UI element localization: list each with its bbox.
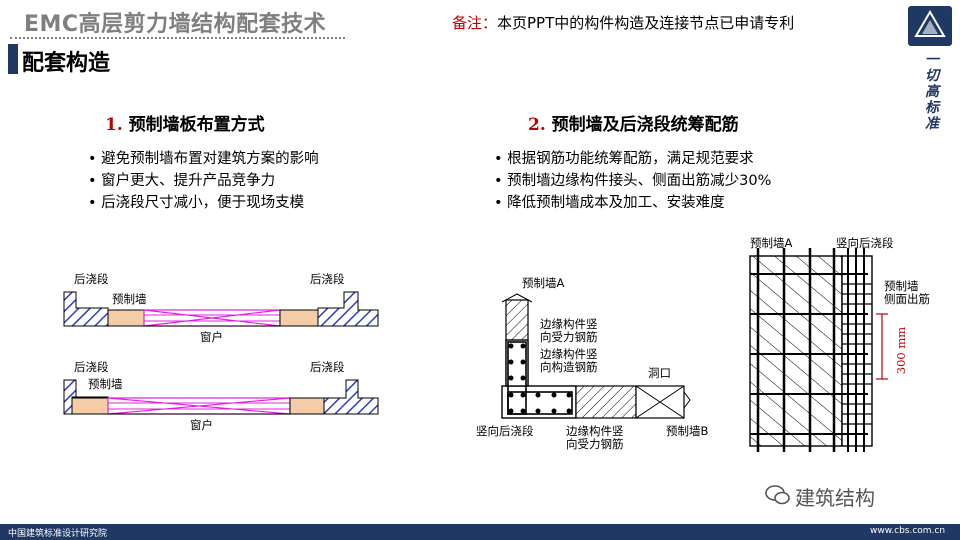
title-underline	[10, 37, 345, 39]
footer-url: www.cbs.com.cn	[870, 526, 946, 536]
left-bullet-1: 避免预制墙布置对建筑方案的影响	[88, 148, 319, 170]
label-window-bottom: 窗户	[190, 418, 213, 432]
label-plan-vertical-post-cast: 竖向后浇段	[476, 424, 534, 438]
logo-icon	[914, 10, 946, 37]
note-text: 本页PPT中的构件构造及连接节点已申请专利	[497, 14, 795, 32]
note-label: 备注：	[452, 14, 498, 32]
page-title: EMC高层剪力墙结构配套技术	[24, 12, 327, 37]
right-bullet-1: 根据钢筋功能统筹配筋，满足规范要求	[494, 148, 771, 170]
patent-note: 备注：本页PPT中的构件构造及连接节点已申请专利	[452, 12, 794, 33]
precast-wall-right-bottom	[289, 397, 325, 415]
wall-elevation-detail	[749, 248, 888, 452]
label-precast-wall-bottom: 预制墙	[88, 377, 123, 391]
label-post-cast-right-bottom: 后浇段	[310, 360, 345, 374]
label-edge-vertical-bottom-1: 边缘构件竖	[566, 424, 624, 438]
left-bullet-3: 后浇段尺寸减小，便于现场支模	[88, 192, 319, 214]
footer-bar	[0, 524, 960, 540]
right-bullet-2: 预制墙边缘构件接头、侧面出筋减少30%	[494, 170, 771, 192]
left-title-text: 预制墙板布置方式	[128, 115, 265, 135]
precast-wall-a-elevation	[749, 255, 843, 447]
label-edge-vertical-main-1: 边缘构件竖	[540, 317, 598, 331]
section-marker	[8, 44, 18, 74]
label-side-rebar-2: 侧面出筋	[884, 292, 930, 306]
label-plan-precast-a: 预制墙A	[522, 276, 565, 290]
precast-wall-right-top	[279, 309, 319, 327]
label-post-cast-left-bottom: 后浇段	[74, 360, 109, 374]
right-column-title: 2. 预制墙及后浇段统筹配筋	[528, 110, 739, 135]
footer-org: 中国建筑标准设计研究院	[8, 529, 108, 539]
company-logo	[908, 6, 952, 46]
label-edge-vertical-const-1: 边缘构件竖	[540, 347, 598, 361]
label-side-rebar-1: 预制墙	[884, 279, 919, 293]
layout-bottom	[63, 379, 379, 415]
precast-wall-left-bottom	[71, 397, 109, 415]
label-dimension-300mm: 300 mm	[894, 326, 909, 375]
right-title-number: 2.	[528, 115, 546, 135]
label-edge-vertical-const-2: 向构造钢筋	[540, 360, 598, 374]
label-opening: 洞口	[648, 366, 671, 380]
label-edge-vertical-main-2: 向受力钢筋	[540, 330, 598, 344]
wechat-icon	[765, 485, 790, 505]
watermark-text: 建筑结构	[795, 486, 875, 510]
label-post-cast-right-top: 后浇段	[310, 272, 345, 286]
section-title: 配套构造	[22, 51, 111, 76]
label-edge-vertical-bottom-2: 向受力钢筋	[566, 437, 624, 451]
label-elev-precast-a: 预制墙A	[750, 236, 793, 250]
precast-wall-left-top	[107, 309, 145, 327]
label-window-top: 窗户	[200, 330, 223, 344]
post-cast-right-top	[317, 291, 379, 327]
joint-plan-detail	[501, 293, 691, 419]
left-title-number: 1.	[105, 115, 123, 135]
left-column-title: 1. 预制墙板布置方式	[105, 110, 265, 135]
right-title-text: 预制墙及后浇段统筹配筋	[551, 115, 739, 135]
layout-top	[63, 291, 379, 327]
precast-wall-b-plan	[575, 385, 637, 419]
label-precast-wall-top: 预制墙	[112, 292, 147, 306]
left-bullet-list: 避免预制墙布置对建筑方案的影响 窗户更大、提升产品竞争力 后浇段尺寸减小，便于现…	[88, 148, 319, 214]
logo-slogan: 一切高标准	[925, 52, 939, 132]
label-plan-precast-b: 预制墙B	[666, 424, 709, 438]
wall-layout-diagram	[63, 291, 379, 415]
label-elev-vertical-post-cast: 竖向后浇段	[836, 236, 894, 250]
label-post-cast-left-top: 后浇段	[74, 272, 109, 286]
post-cast-left-top	[63, 291, 109, 327]
left-bullet-2: 窗户更大、提升产品竞争力	[88, 170, 319, 192]
right-bullet-3: 降低预制墙成本及加工、安装难度	[494, 192, 771, 214]
post-cast-right-bottom	[323, 379, 379, 415]
right-bullet-list: 根据钢筋功能统筹配筋，满足规范要求 预制墙边缘构件接头、侧面出筋减少30% 降低…	[494, 148, 771, 214]
